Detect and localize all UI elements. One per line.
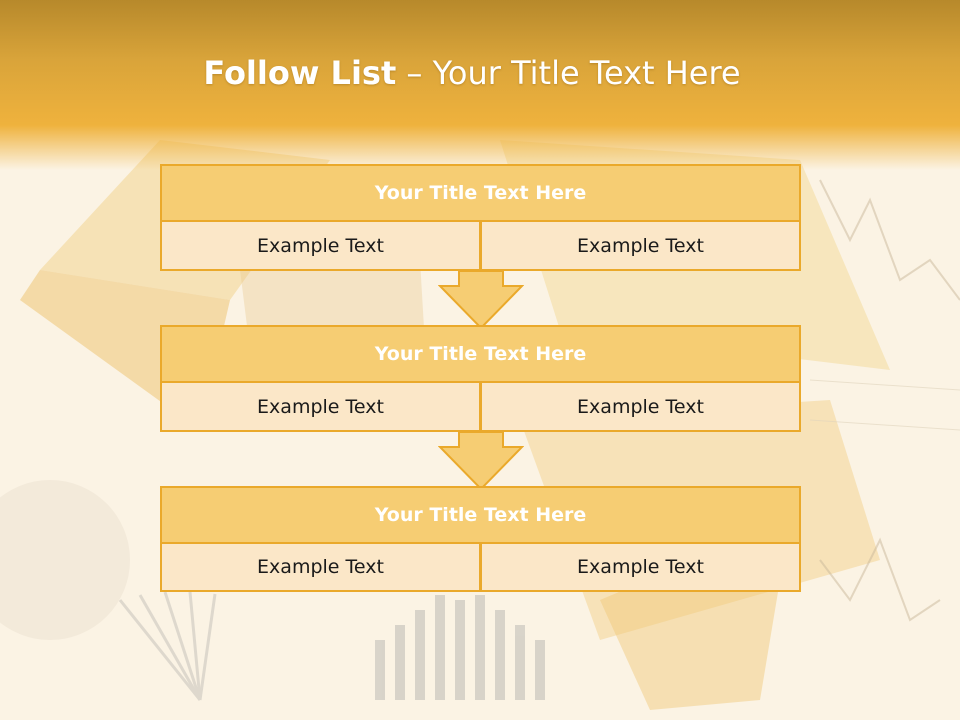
list-block-3: Your Title Text Here Example Text Exampl… bbox=[160, 486, 801, 592]
block-title: Your Title Text Here bbox=[160, 325, 801, 383]
down-arrow-icon bbox=[438, 431, 524, 491]
slide-title-rest: – Your Title Text Here bbox=[406, 54, 741, 92]
block-title: Your Title Text Here bbox=[160, 486, 801, 544]
list-block-2: Your Title Text Here Example Text Exampl… bbox=[160, 325, 801, 432]
block-row: Example Text Example Text bbox=[160, 220, 801, 271]
block-cell-left: Example Text bbox=[160, 381, 481, 432]
block-row: Example Text Example Text bbox=[160, 542, 801, 592]
block-title: Your Title Text Here bbox=[160, 164, 801, 222]
down-arrow-icon bbox=[438, 270, 524, 330]
title-bar bbox=[0, 0, 960, 170]
block-cell-right: Example Text bbox=[480, 542, 801, 592]
block-cell-right: Example Text bbox=[480, 381, 801, 432]
block-row: Example Text Example Text bbox=[160, 381, 801, 432]
slide-title-bold: Follow List bbox=[203, 54, 397, 92]
block-cell-left: Example Text bbox=[160, 542, 481, 592]
list-block-1: Your Title Text Here Example Text Exampl… bbox=[160, 164, 801, 271]
slide-title: Follow List – Your Title Text Here bbox=[0, 54, 944, 92]
block-cell-right: Example Text bbox=[480, 220, 801, 271]
block-cell-left: Example Text bbox=[160, 220, 481, 271]
